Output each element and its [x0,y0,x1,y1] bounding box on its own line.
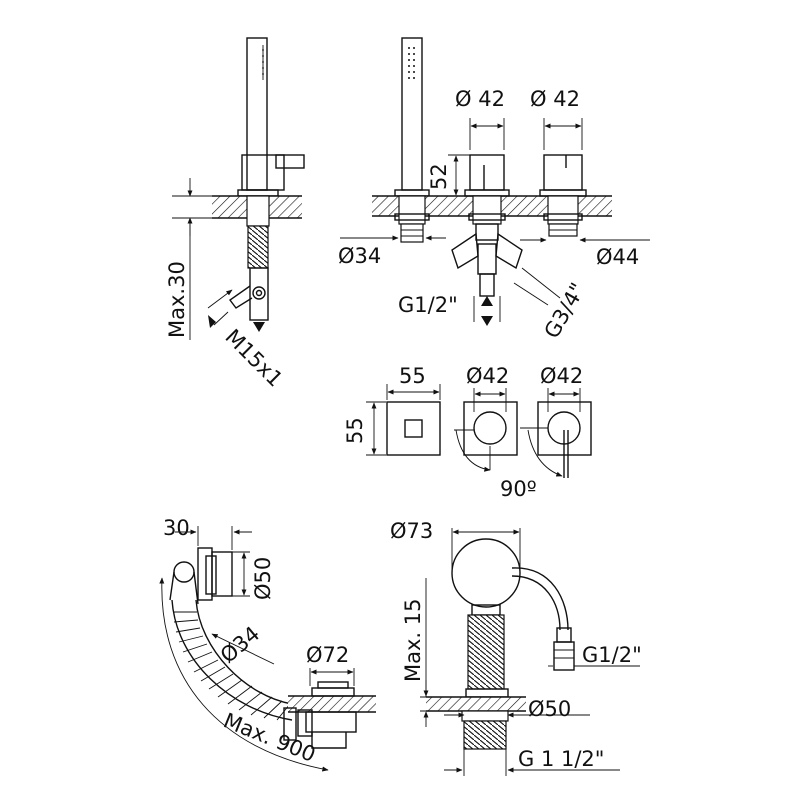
label-g112: G 1 1/2" [518,747,604,771]
label-d42-a: Ø 42 [455,87,505,111]
label-m15x1: M15x1 [220,325,287,392]
label-g12-top: G1/2" [398,293,458,317]
label-max30: Max.30 [165,261,189,338]
label-d34-top: Ø34 [338,244,381,268]
label-h52: 52 [427,163,451,190]
label-d50-side: Ø50 [251,557,275,600]
top-view-plates [366,384,592,478]
label-d73: Ø73 [390,519,433,543]
label-g12-bottom: G1/2" [582,643,642,667]
label-d72: Ø72 [306,643,349,667]
label-w30: 30 [163,516,190,540]
label-d34-hose: Ø34 [216,622,265,668]
label-h55: 55 [343,417,367,444]
front-view-three-hole-set [340,37,650,326]
side-view-hand-shower [172,37,305,340]
label-max15: Max. 15 [401,599,425,683]
overflow-waste-assembly [420,528,640,776]
label-d42-c: Ø42 [466,364,509,388]
label-d50-bottom: Ø50 [528,697,571,721]
label-d44: Ø44 [596,245,639,269]
label-d42-d: Ø42 [540,364,583,388]
label-max900: Max. 900 [220,708,319,767]
label-deg90: 90º [500,477,537,501]
label-w55: 55 [399,364,426,388]
label-d42-b: Ø 42 [530,87,580,111]
bath-waste-assembly [159,526,376,772]
